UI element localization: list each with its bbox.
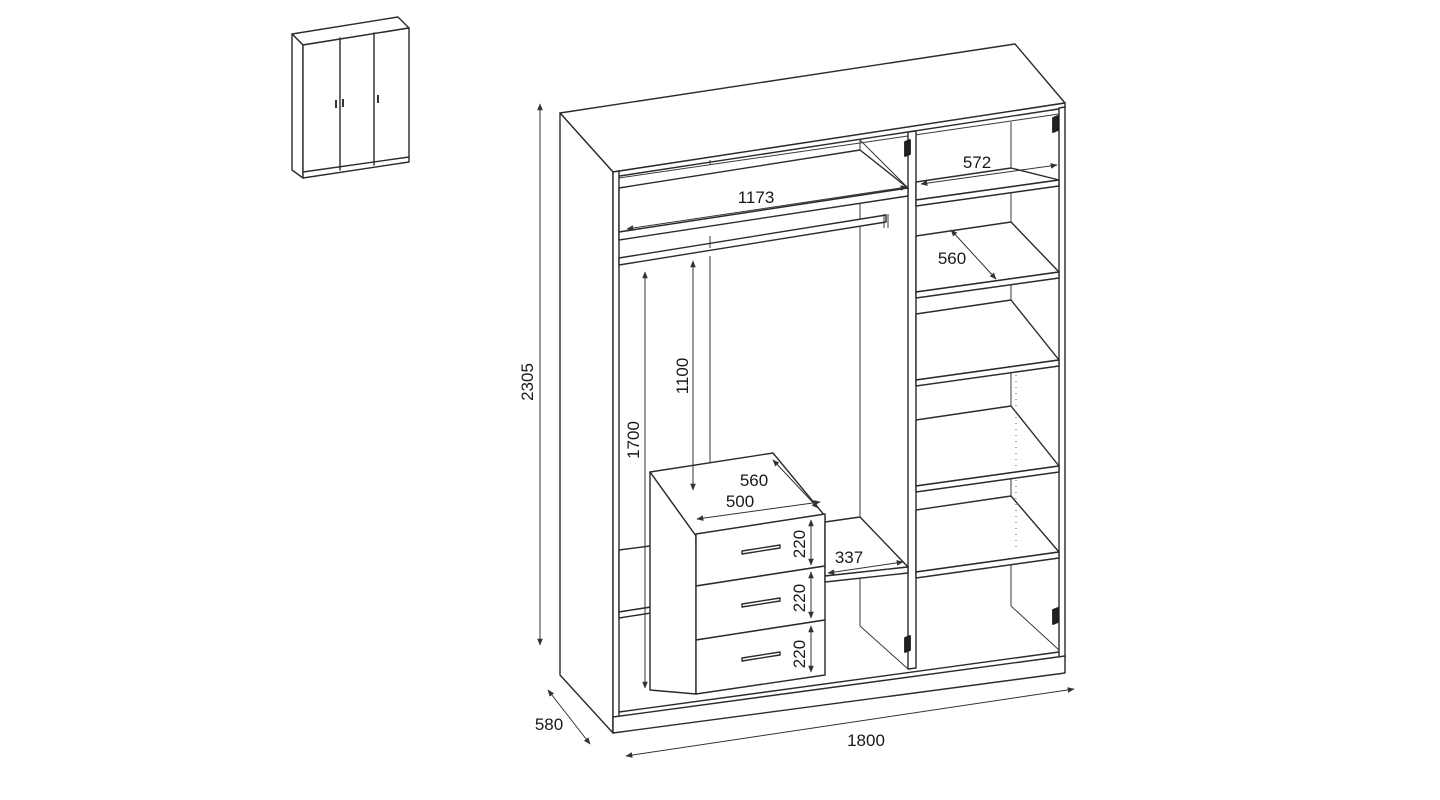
label-hanging-long: 1700 — [624, 421, 643, 459]
hinge-icons — [904, 115, 1059, 653]
label-drawer-height-3: 220 — [790, 640, 809, 668]
label-rail-width: 1173 — [738, 188, 775, 207]
label-width-total: 1800 — [847, 731, 885, 750]
drawer-handle-icon — [741, 597, 781, 608]
label-depth-total: 580 — [535, 715, 563, 734]
label-drawer-depth: 560 — [740, 471, 768, 490]
label-drawer-height-2: 220 — [790, 584, 809, 612]
label-hanging-short: 1100 — [673, 358, 692, 395]
dimension-lines — [537, 103, 1075, 758]
wardrobe-thumbnail-icon — [291, 16, 410, 179]
dimension-labels: 2305 580 1800 1173 572 560 1700 1100 560… — [518, 153, 991, 750]
label-drawer-height-1: 220 — [790, 530, 809, 558]
label-height-total: 2305 — [518, 363, 537, 401]
label-right-shelf-depth: 560 — [938, 249, 966, 268]
drawer-handle-icon — [741, 651, 781, 662]
label-right-shelf-width: 572 — [963, 153, 991, 172]
label-middle-shelf-width: 337 — [835, 548, 863, 567]
drawer-handle-icon — [741, 544, 781, 555]
label-drawer-width: 500 — [726, 492, 754, 511]
right-shelves — [915, 122, 1060, 651]
center-divider — [859, 130, 917, 670]
